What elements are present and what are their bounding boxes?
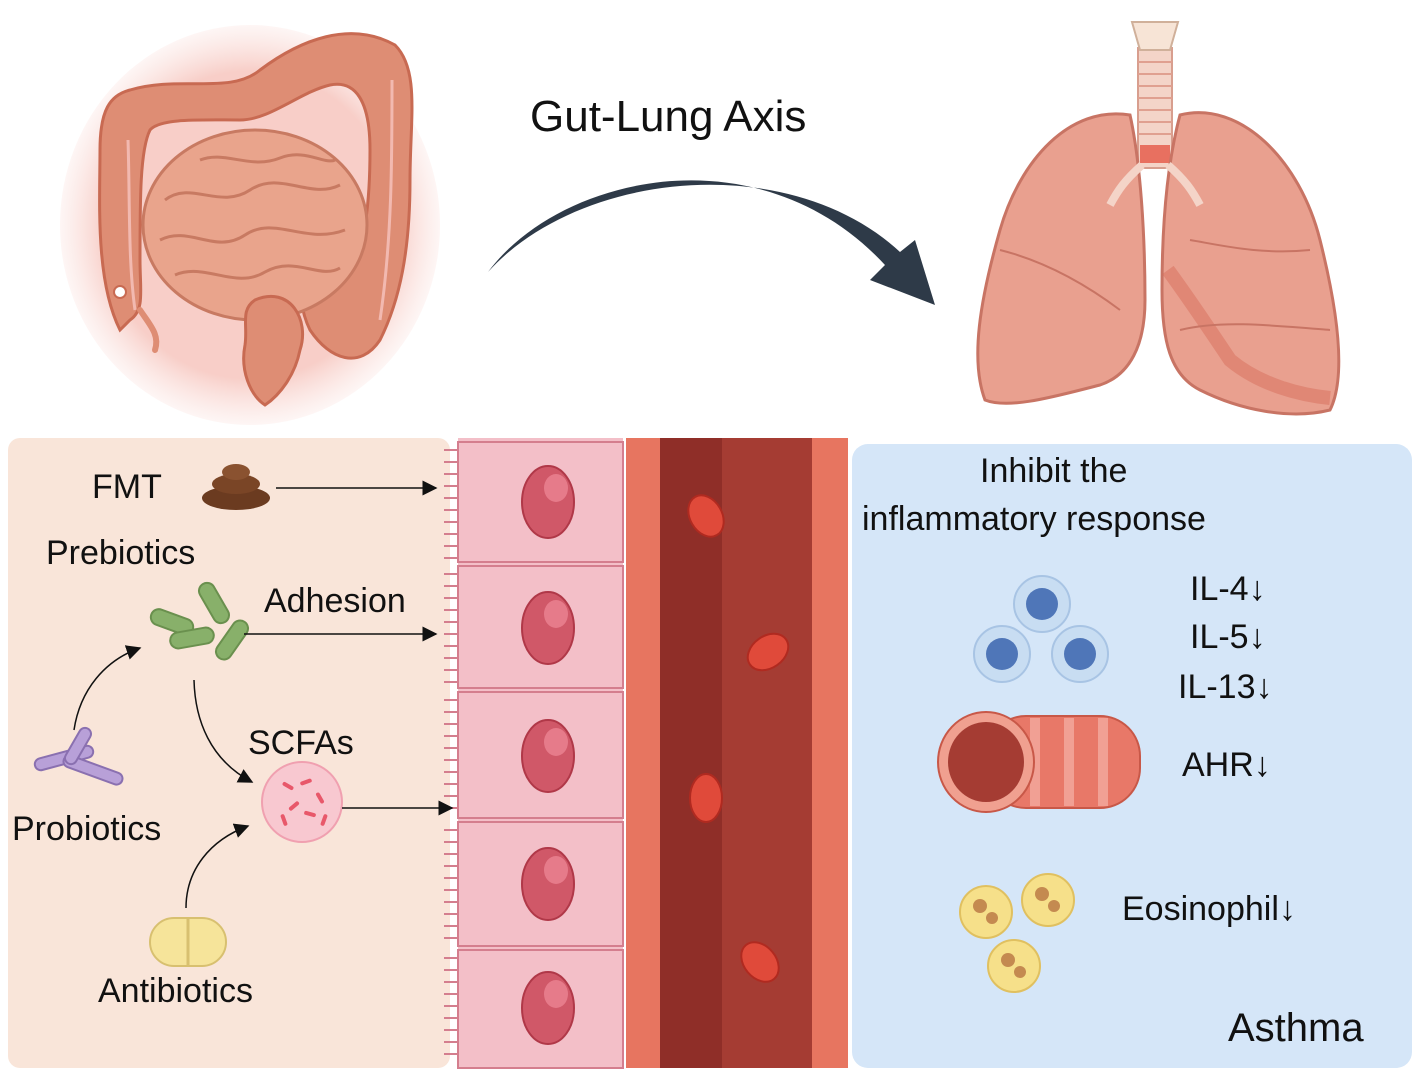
stool-icon [202,464,270,510]
probiotic-icon [33,726,124,786]
antibiotics-label: Antibiotics [98,972,253,1010]
epithelial-barrier [444,438,624,1069]
pill-icon [149,917,227,967]
axis-arrow [488,180,935,305]
right-heading-line1: Inhibit the [980,452,1128,490]
airway-icon [937,711,1141,813]
blood-vessel [626,438,848,1068]
probiotics-label: Probiotics [12,810,162,848]
bacteria-icon [149,581,250,661]
asthma-label: Asthma [1228,1006,1364,1050]
eosinophil-icon [959,873,1075,993]
left-panel [8,438,450,1068]
il4-label: IL-4↓ [1190,570,1266,608]
red-blood-cell-icon [687,494,790,983]
lung-icon [976,21,1341,416]
il13-label: IL-13↓ [1178,668,1273,706]
eosinophil-label: Eosinophil↓ [1122,890,1296,928]
right-heading-line2: inflammatory response [862,500,1206,538]
scfa-icon [261,761,343,843]
adhesion-label: Adhesion [264,582,406,620]
scfas-label: SCFAs [248,724,354,762]
intestine-icon [60,25,440,425]
lymphocyte-icon [973,575,1109,683]
fmt-label: FMT [92,468,162,506]
diagram-title: Gut-Lung Axis [530,92,807,141]
prebiotics-label: Prebiotics [46,534,196,572]
ahr-label: AHR↓ [1182,746,1271,784]
il5-label: IL-5↓ [1190,618,1266,656]
